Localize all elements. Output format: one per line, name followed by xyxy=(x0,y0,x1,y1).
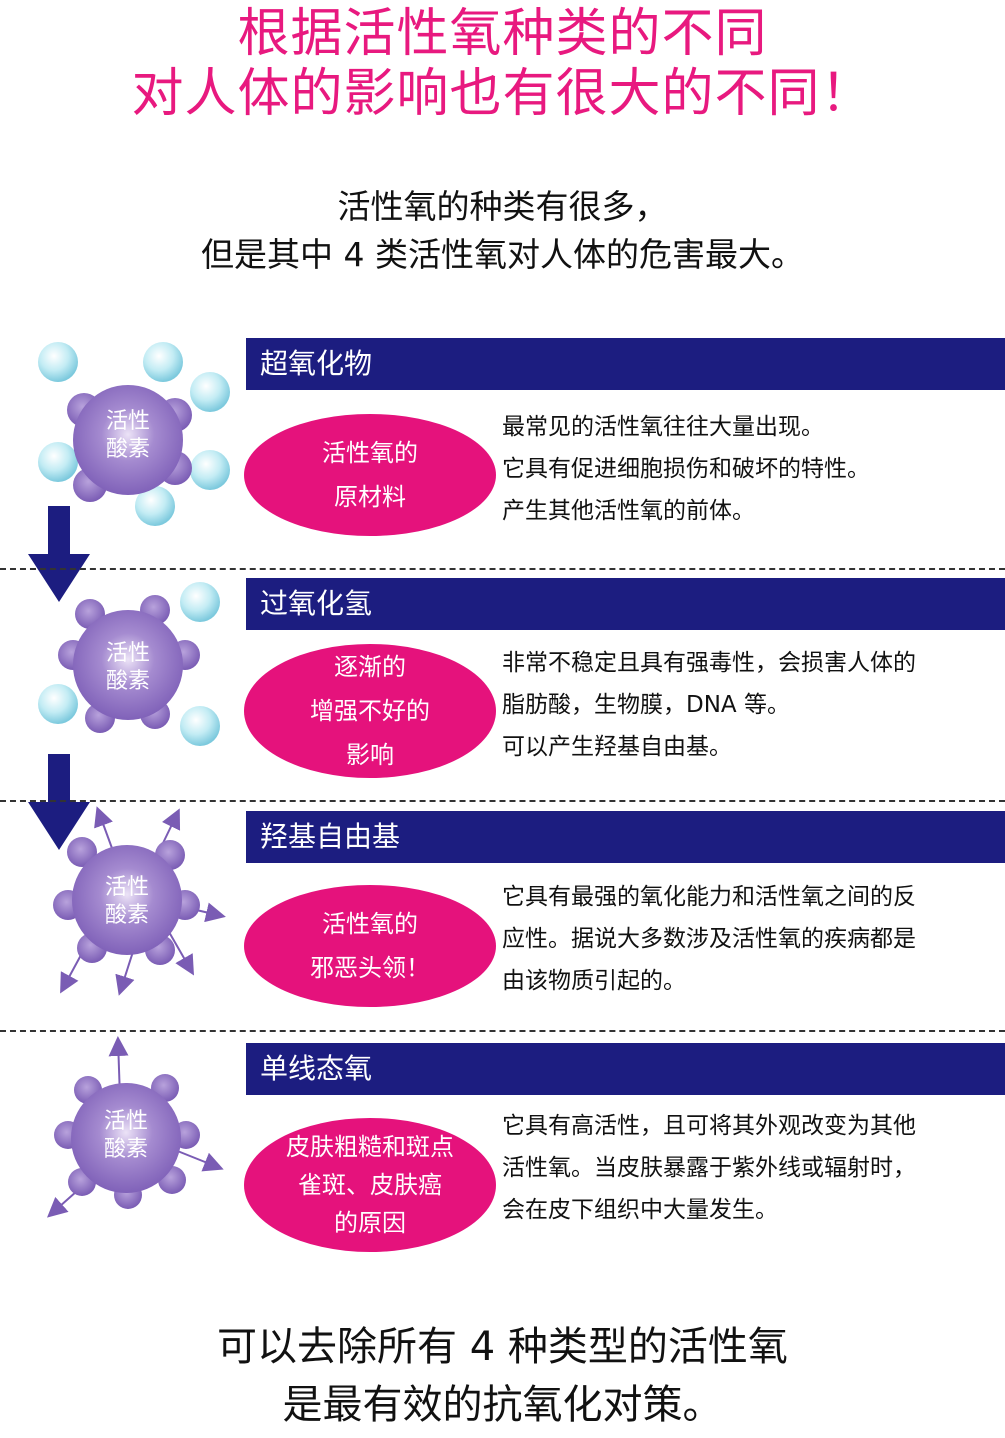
molecule-label: 活性 酸素 xyxy=(104,875,149,928)
hydroxyl-radical-molecule-icon xyxy=(53,806,226,996)
hydrogen-peroxide-molecule-icon xyxy=(38,582,220,746)
description: 它具有高活性，且可将其外观改变为其他 活性氧。当皮肤暴露于紫外线或辐射时， 会在… xyxy=(502,1113,916,1223)
page-title: 根据活性氧种类的不同 对人体的影响也有很大的不同！ xyxy=(0,4,1005,124)
molecule-label: 活性 酸素 xyxy=(105,641,150,694)
badge: 活性氧的 邪恶头领！ xyxy=(244,885,496,1007)
description: 最常见的活性氧往往大量出现。 它具有促进细胞损伤和破坏的特性。 产生其他活性氧的… xyxy=(502,414,870,524)
title-line-1: 根据活性氧种类的不同 xyxy=(237,4,768,64)
badge: 皮肤粗糙和斑点 雀斑、皮肤癌 的原因 xyxy=(244,1118,496,1252)
singlet-oxygen-molecule-icon xyxy=(47,1036,224,1218)
description: 非常不稳定且具有强毒性，会损害人体的 脂肪酸，生物膜，DNA 等。 可以产生羟基… xyxy=(502,650,916,760)
badge: 活性氧的 原材料 xyxy=(244,414,496,536)
subtitle-line-1: 活性氧的种类有很多， xyxy=(337,187,668,226)
subtitle-line-2: 但是其中 4 类活性氧对人体的危害最大。 xyxy=(201,235,804,274)
section-header: 超氧化物 xyxy=(246,338,1005,390)
down-arrow-icon xyxy=(28,754,90,850)
divider xyxy=(0,568,1005,570)
title-line-2: 对人体的影响也有很大的不同！ xyxy=(131,64,874,124)
section-header: 羟基自由基 xyxy=(246,811,1005,863)
conclusion-line-1: 可以去除所有 4 种类型的活性氧 xyxy=(217,1324,788,1370)
conclusion: 可以去除所有 4 种类型的活性氧 是最有效的抗氧化对策。 xyxy=(0,1318,1005,1434)
divider xyxy=(0,1030,1005,1032)
down-arrow-icon xyxy=(28,506,90,602)
badge: 逐渐的 增强不好的 影响 xyxy=(244,644,496,778)
section-header: 单线态氧 xyxy=(246,1043,1005,1095)
molecule-label: 活性 酸素 xyxy=(103,1109,148,1162)
description: 它具有最强的氧化能力和活性氧之间的反 应性。据说大多数涉及活性氧的疾病都是 由该… xyxy=(502,884,916,994)
superoxide-molecule-icon xyxy=(38,342,230,526)
divider xyxy=(0,800,1005,802)
section-header: 过氧化氢 xyxy=(246,578,1005,630)
molecule-label: 活性 酸素 xyxy=(105,409,150,462)
conclusion-line-2: 是最有效的抗氧化对策。 xyxy=(282,1382,723,1428)
subtitle: 活性氧的种类有很多， 但是其中 4 类活性氧对人体的危害最大。 xyxy=(0,183,1005,279)
